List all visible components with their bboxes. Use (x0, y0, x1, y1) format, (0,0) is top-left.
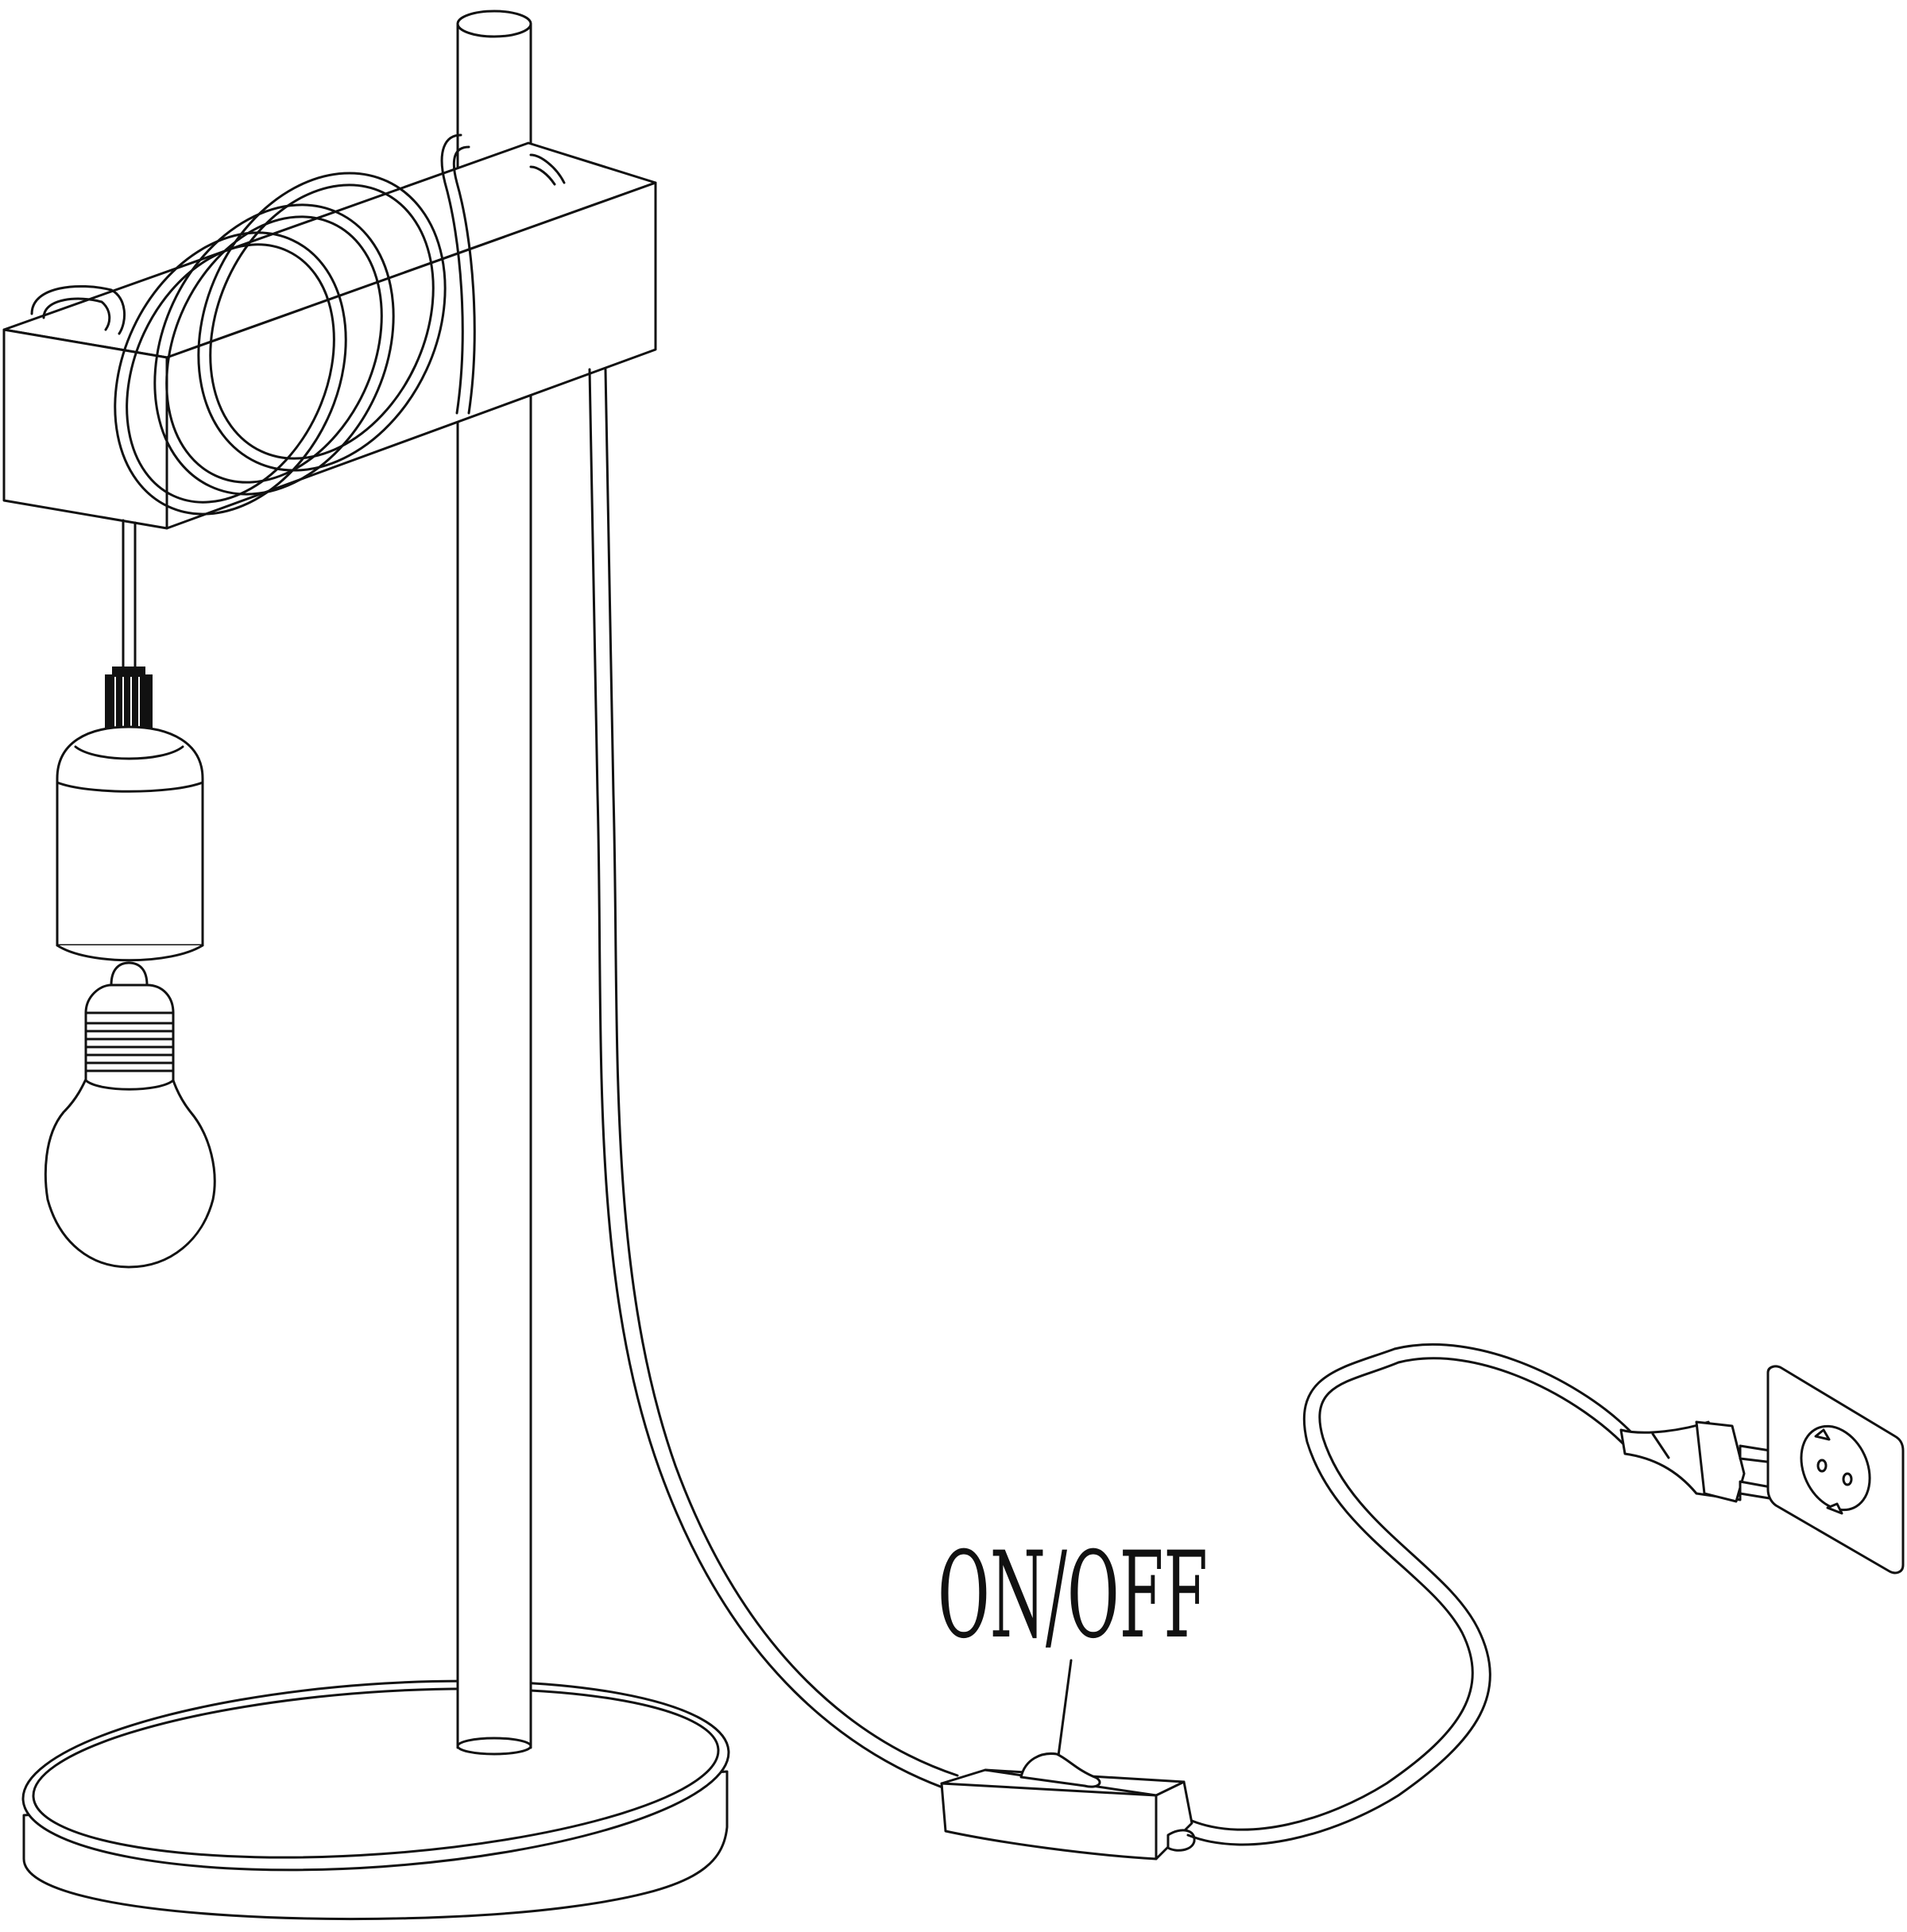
switch-callout: ON/OFF (938, 1527, 1208, 1757)
lamp-socket (56, 725, 204, 962)
callout-leader-line (1057, 1659, 1073, 1757)
pendant-wire (122, 519, 137, 673)
power-cable-to-plug (1186, 1343, 1634, 1846)
power-plug (1619, 1420, 1790, 1503)
cable-coil (30, 133, 566, 516)
lamp-base (21, 1679, 730, 1921)
light-bulb (44, 961, 216, 1269)
lamp-arm-beam (2, 141, 657, 530)
rocker-button[interactable] (1019, 1752, 1101, 1788)
inline-switch[interactable] (940, 1752, 1196, 1861)
on-off-label: ON/OFF (938, 1527, 1208, 1665)
wall-socket (1766, 1365, 1905, 1575)
power-cable-to-switch (588, 368, 959, 1793)
